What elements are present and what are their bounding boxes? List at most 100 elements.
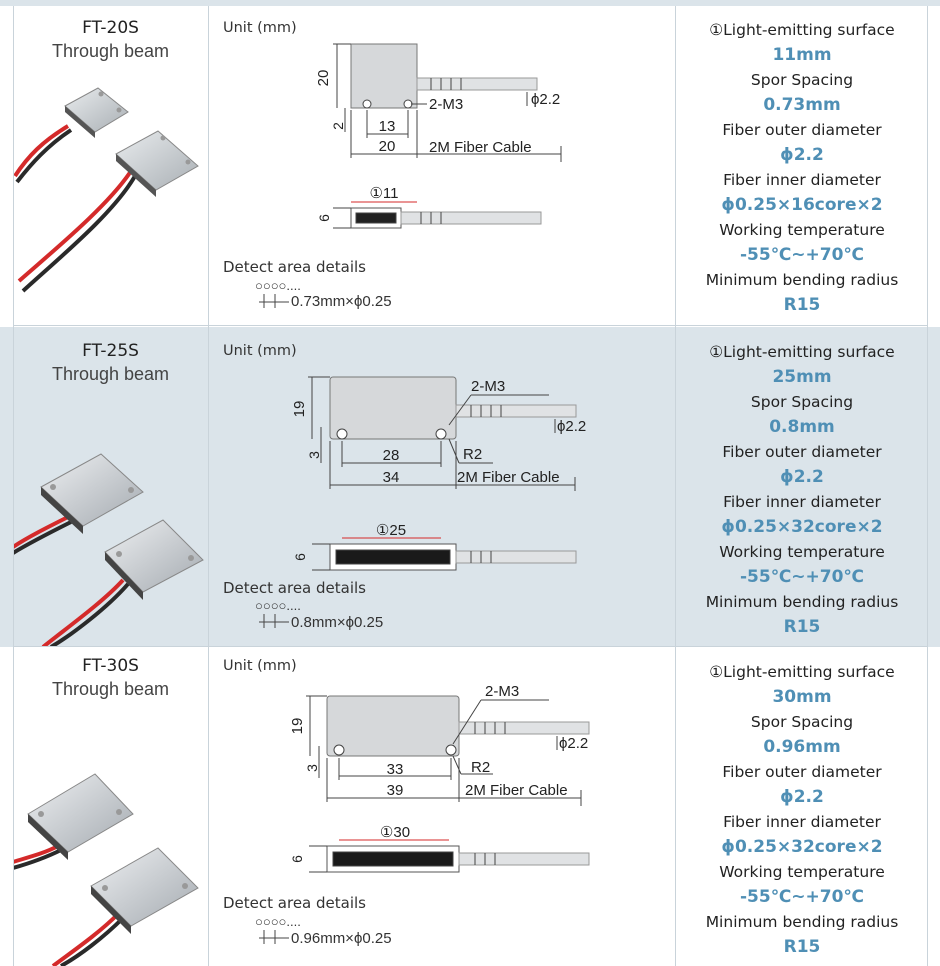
dim-hole-pitch: 33 [387, 761, 404, 778]
unit-label: Unit (mm) [223, 658, 297, 674]
row-divider [13, 325, 927, 326]
table-row-ft-25s: FT-25S Through beam [0, 327, 940, 647]
spec-value: -55℃~+70℃ [739, 567, 865, 587]
column-divider [13, 6, 14, 966]
spec-cell: ①Light-emitting surface 11mm Spor Spacin… [676, 6, 928, 326]
sensor-type: Through beam [51, 41, 170, 61]
dim-screw: 2-M3 [429, 96, 463, 113]
column-divider [927, 6, 928, 966]
dim-screw: 2-M3 [485, 683, 519, 700]
dim-cable: 2M Fiber Cable [457, 469, 560, 486]
spec-value: ϕ0.25×32core×2 [721, 517, 883, 537]
dim-width: 39 [387, 782, 404, 799]
spec-label: ①Light-emitting surface [709, 21, 895, 39]
product-photo [13, 773, 199, 966]
spec-label: Fiber inner diameter [723, 493, 881, 511]
dim-radius: R2 [463, 446, 482, 463]
model-name: FT-30S [82, 656, 139, 676]
dim-fiber-diameter: ϕ2.2 [559, 735, 588, 752]
dim-cable: 2M Fiber Cable [465, 782, 568, 799]
spec-label: Fiber outer diameter [722, 763, 882, 781]
detect-value: 0.73mm×ϕ0.25 [291, 293, 392, 310]
spec-label: Fiber inner diameter [723, 813, 881, 831]
dim-hole-pitch: 13 [379, 118, 396, 135]
spec-label: Minimum bending radius [705, 593, 899, 611]
spec-list: ①Light-emitting surface 11mm Spor Spacin… [676, 18, 928, 318]
table-row-ft-30s: FT-30S Through beam [0, 648, 940, 966]
detect-dots: ○○○○.... [255, 914, 301, 929]
dim-cable: 2M Fiber Cable [429, 139, 532, 156]
spec-value: 30mm [772, 687, 832, 707]
detect-area-label: Detect area details [223, 894, 366, 912]
spec-label: Spor Spacing [750, 393, 854, 411]
product-cell: FT-30S Through beam [13, 648, 208, 966]
dim-height: 19 [289, 718, 306, 735]
dimension-drawing: 20 2 13 20 2-M3 ϕ2.2 2M Fiber Cable 6 ①1… [255, 43, 562, 310]
unit-label: Unit (mm) [223, 20, 297, 36]
spec-value: R15 [783, 937, 821, 957]
model-name: FT-20S [82, 18, 139, 38]
dim-offset: 3 [306, 451, 322, 459]
spec-label: Fiber inner diameter [723, 171, 881, 189]
row-divider [13, 646, 927, 647]
spec-value: ϕ2.2 [780, 145, 824, 165]
spec-list: ①Light-emitting surface 25mm Spor Spacin… [676, 340, 928, 640]
product-cell: FT-20S Through beam [13, 6, 208, 326]
spec-value: 0.96mm [763, 737, 841, 757]
column-divider [208, 6, 209, 966]
dim-fiber-diameter: ϕ2.2 [531, 91, 560, 108]
spec-label: Minimum bending radius [705, 271, 899, 289]
column-divider [675, 6, 676, 966]
detect-value: 0.8mm×ϕ0.25 [291, 614, 383, 631]
spec-value: R15 [783, 617, 821, 637]
spec-value: ϕ0.25×16core×2 [721, 195, 883, 215]
spec-value: 11mm [772, 45, 832, 65]
spec-label: Minimum bending radius [705, 913, 899, 931]
spec-list: ①Light-emitting surface 30mm Spor Spacin… [676, 660, 928, 960]
unit-label: Unit (mm) [223, 343, 297, 359]
dim-offset: 2 [330, 122, 346, 130]
sensor-type: Through beam [51, 679, 170, 699]
spec-label: Working temperature [719, 221, 885, 239]
dim-width: 34 [383, 469, 400, 486]
spec-value: 0.73mm [763, 95, 841, 115]
spec-value: ϕ0.25×32core×2 [721, 837, 883, 857]
spec-label: Working temperature [719, 863, 885, 881]
spec-cell: ①Light-emitting surface 30mm Spor Spacin… [676, 648, 928, 966]
detect-dots: ○○○○.... [255, 598, 301, 613]
spec-label: ①Light-emitting surface [709, 663, 895, 681]
spec-value: R15 [783, 295, 821, 315]
spec-value: -55℃~+70℃ [739, 887, 865, 907]
spec-label: Fiber outer diameter [722, 443, 882, 461]
drawing-cell: Unit (mm) [209, 327, 675, 647]
detect-value: 0.96mm×ϕ0.25 [291, 930, 392, 947]
spec-cell: ①Light-emitting surface 25mm Spor Spacin… [676, 327, 928, 647]
dim-thickness: 6 [289, 855, 305, 863]
spec-label: Fiber outer diameter [722, 121, 882, 139]
spec-value: ϕ2.2 [780, 467, 824, 487]
dimension-drawing: 19 3 33 39 2-M3 R2 ϕ2.2 2M Fiber Cable 6… [255, 683, 590, 947]
product-photo [13, 453, 204, 647]
spec-value: ϕ2.2 [780, 787, 824, 807]
spec-value: 25mm [772, 367, 832, 387]
spec-value: 0.8mm [769, 417, 835, 437]
detect-area-label: Detect area details [223, 579, 366, 597]
spec-label: Working temperature [719, 543, 885, 561]
detect-dots: ○○○○.... [255, 278, 301, 293]
table-top-band [0, 0, 940, 6]
dim-window: ①11 [369, 185, 398, 202]
detect-area-label: Detect area details [223, 258, 366, 276]
dim-offset: 3 [304, 764, 320, 772]
product-photo [13, 87, 199, 293]
sensor-type: Through beam [51, 364, 170, 384]
dim-thickness: 6 [316, 214, 332, 222]
dim-radius: R2 [471, 759, 490, 776]
dimension-drawing: 19 3 28 34 2-M3 R2 ϕ2.2 2M Fiber Cable 6… [255, 376, 586, 631]
dim-hole-pitch: 28 [383, 447, 400, 464]
model-name: FT-25S [82, 341, 139, 361]
dim-thickness: 6 [292, 553, 308, 561]
spec-label: Spor Spacing [750, 713, 854, 731]
dim-width: 20 [379, 138, 396, 155]
dim-height: 20 [315, 70, 332, 87]
